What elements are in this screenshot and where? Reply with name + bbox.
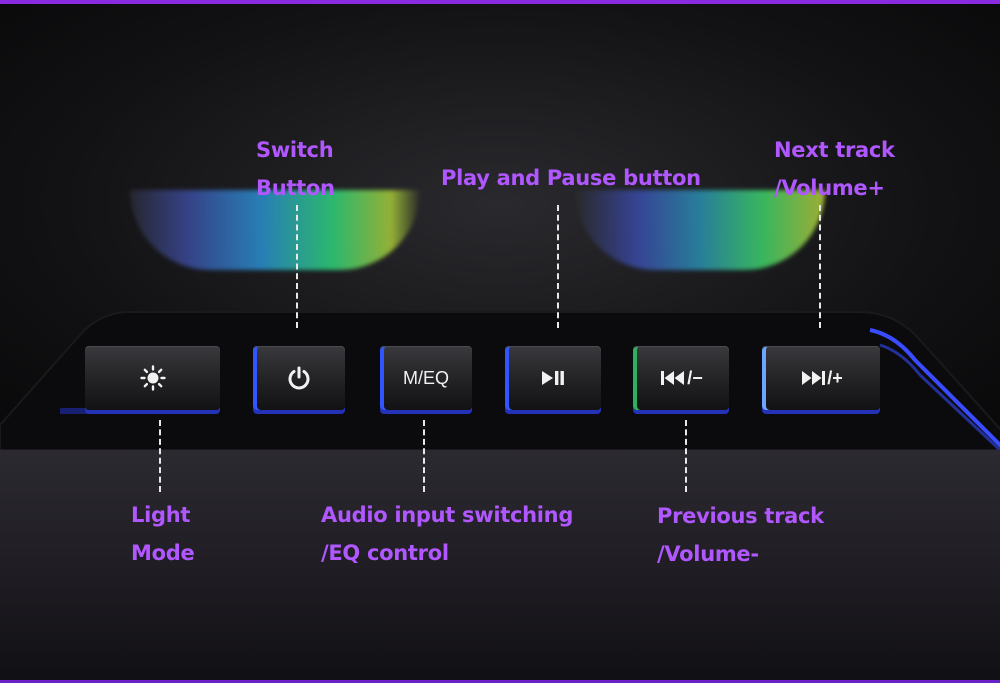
audio-input-line2: /EQ control — [321, 541, 449, 565]
previous-track-leader-line — [685, 420, 687, 492]
next-track-leader-line — [819, 205, 821, 328]
next-track-line1: Next track — [774, 138, 895, 162]
switch-button-line2: Button — [256, 176, 335, 200]
power-button[interactable] — [253, 346, 345, 410]
sun-icon — [139, 365, 166, 391]
light-mode-leader-line — [159, 420, 161, 492]
previous-track-line1: Previous track — [657, 504, 824, 528]
floor-surface — [0, 430, 1000, 683]
switch-button-callout: Switch Button — [256, 131, 335, 207]
power-icon — [286, 365, 312, 391]
play-pause-button[interactable] — [505, 346, 601, 410]
light-mode-line1: Light — [131, 503, 191, 527]
audio-input-line1: Audio input switching — [321, 503, 574, 527]
previous-track-callout: Previous track /Volume- — [657, 497, 824, 573]
next-track-icon — [799, 368, 827, 388]
mode-eq-label: M/EQ — [402, 367, 449, 388]
audio-input-leader-line — [423, 420, 425, 492]
play-pause-leader-line — [557, 205, 559, 328]
right-rgb-light — [575, 190, 825, 270]
previous-track-suffix: /− — [687, 367, 703, 388]
audio-input-callout: Audio input switching /EQ control — [321, 496, 573, 572]
next-track-button[interactable]: /+ — [762, 346, 880, 410]
top-accent-bar — [0, 0, 1000, 4]
next-track-suffix: /+ — [827, 367, 843, 388]
previous-track-line2: /Volume- — [657, 542, 759, 566]
light-mode-button[interactable] — [85, 346, 220, 410]
light-mode-line2: Mode — [131, 541, 195, 565]
left-rgb-light — [130, 190, 420, 270]
previous-track-icon — [659, 368, 687, 388]
mode-eq-button[interactable]: M/EQ — [380, 346, 472, 410]
previous-track-button[interactable]: /− — [633, 346, 729, 410]
speaker-body — [0, 311, 1000, 450]
play-pause-icon — [539, 368, 567, 388]
next-track-callout: Next track /Volume+ — [774, 131, 895, 207]
switch-button-line1: Switch — [256, 138, 334, 162]
switch-leader-line — [296, 205, 298, 328]
bottom-accent-bar — [0, 680, 1000, 683]
next-track-line2: /Volume+ — [774, 176, 885, 200]
light-mode-callout: Light Mode — [131, 496, 195, 572]
play-pause-callout: Play and Pause button — [441, 166, 701, 190]
